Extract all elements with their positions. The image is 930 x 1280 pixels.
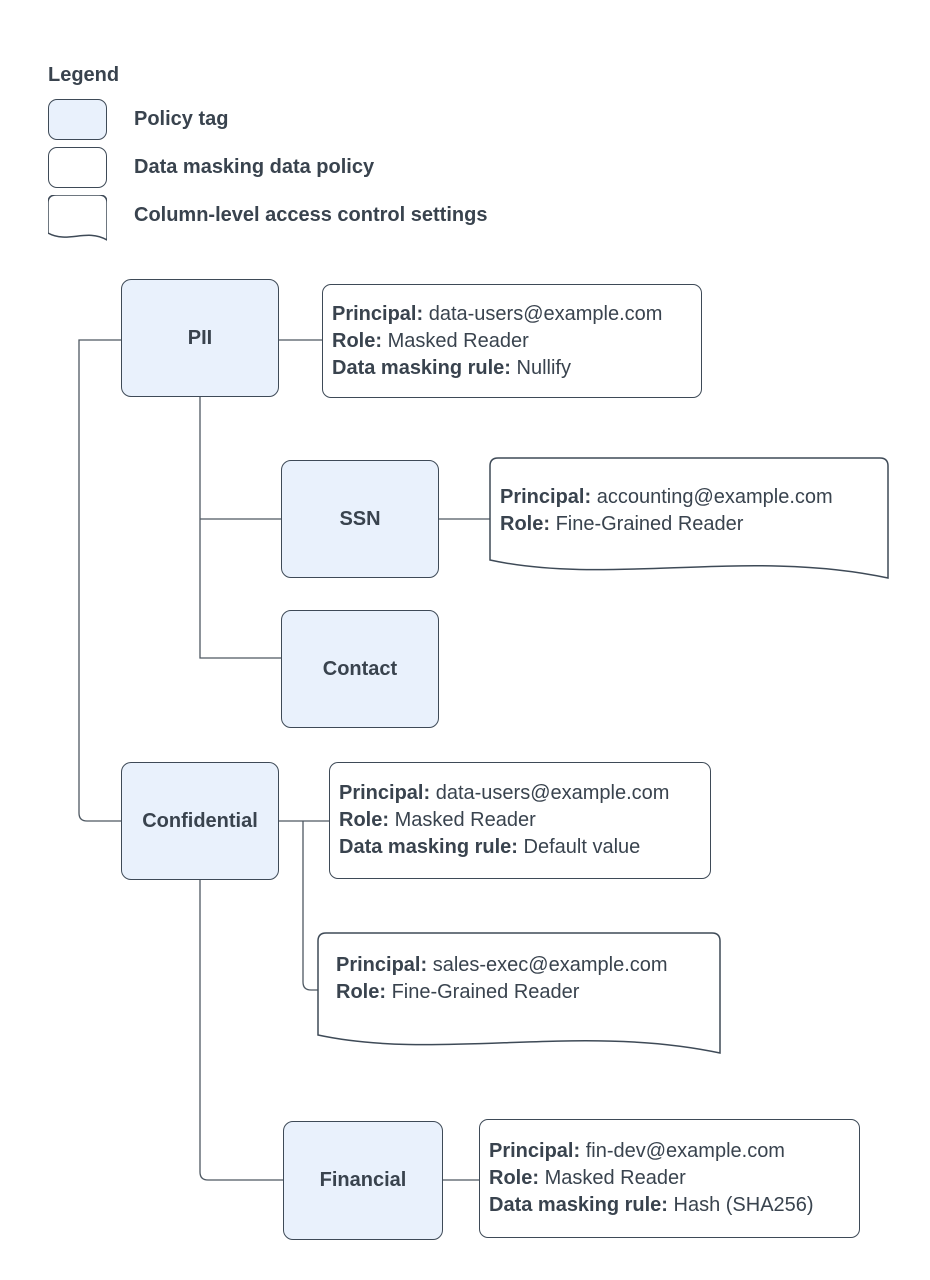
access-control-confidential-text: Principal: sales-exec@example.com Role: … [336,952,668,1006]
data-policy-pii: Principal: data-users@example.com Role: … [322,284,702,398]
policy-line-role: Role: Masked Reader [489,1165,849,1192]
policy-line-principal: Principal: data-users@example.com [332,301,691,328]
policy-line-role: Role: Masked Reader [332,328,691,355]
policy-tag-contact: Contact [281,610,439,728]
policy-line-masking-rule: Data masking rule: Hash (SHA256) [489,1192,849,1219]
field-label: Principal: [336,954,428,976]
policy-line-role: Role: Masked Reader [339,807,700,834]
field-value: Masked Reader [394,809,536,831]
policy-line-principal: Principal: fin-dev@example.com [489,1138,849,1165]
legend-label: Policy tag [134,108,229,130]
policy-line-role: Role: Fine-Grained Reader [336,979,668,1006]
field-label: Principal: [332,302,424,325]
policy-line-masking-rule: Data masking rule: Default value [339,834,700,861]
field-label: Principal: [500,486,592,508]
field-label: Data masking rule: [489,1194,668,1216]
policy-tag-label: Confidential [142,809,258,832]
policy-tag-label: Contact [322,657,398,680]
connector-confidential-financial [199,880,283,1181]
field-label: Data masking rule: [339,836,518,858]
policy-line-principal: Principal: sales-exec@example.com [336,952,668,979]
data-policy-confidential: Principal: data-users@example.com Role: … [329,762,711,879]
policy-tag-swatch [48,99,107,140]
field-label: Data masking rule: [332,356,511,379]
policy-tag-label: Financial [319,1169,407,1191]
field-value: Nullify [516,356,571,379]
connector-confidential-access-control [302,821,318,991]
legend-label: Column-level access control settings [134,204,488,226]
policy-line-role: Role: Fine-Grained Reader [500,511,833,538]
field-label: Role: [500,513,550,535]
field-value: fin-dev@example.com [585,1140,785,1162]
access-control-ssn-text: Principal: accounting@example.com Role: … [500,484,833,538]
field-label: Principal: [339,782,431,804]
field-value: accounting@example.com [596,486,833,508]
field-value: Default value [523,836,641,858]
policy-line-principal: Principal: accounting@example.com [500,484,833,511]
connector-pii-contact [199,397,281,659]
policy-line-principal: Principal: data-users@example.com [339,780,700,807]
field-value: Hash (SHA256) [673,1194,814,1216]
policy-tag-pii: PII [121,279,279,397]
access-control-shape-confidential [317,932,721,1054]
policy-line-masking-rule: Data masking rule: Nullify [332,355,691,382]
data-policy-swatch [48,147,107,188]
field-value: sales-exec@example.com [432,954,668,976]
field-label: Role: [339,809,389,831]
policy-tag-financial: Financial [283,1121,443,1240]
field-value: Masked Reader [387,329,529,352]
field-label: Role: [336,981,386,1003]
field-value: data-users@example.com [435,782,670,804]
field-value: data-users@example.com [428,302,663,325]
policy-tag-ssn: SSN [281,460,439,578]
field-label: Role: [489,1167,539,1189]
connector-root-trunk [78,339,121,822]
policy-tag-label: PII [187,326,213,349]
field-label: Principal: [489,1140,581,1162]
legend-row-data-policy: Data masking data policy [48,147,374,188]
legend-row-access-control: Column-level access control settings [48,195,487,247]
access-control-shape-ssn [489,457,889,579]
field-label: Role: [332,329,382,352]
legend-label: Data masking data policy [134,156,375,178]
data-policy-financial: Principal: fin-dev@example.com Role: Mas… [479,1119,860,1238]
policy-tag-label: SSN [339,507,381,530]
policy-tag-confidential: Confidential [121,762,279,880]
field-value: Fine-Grained Reader [555,513,744,535]
field-value: Masked Reader [544,1167,686,1189]
legend-row-policy-tag: Policy tag [48,99,228,140]
legend-title: Legend [48,64,120,86]
field-value: Fine-Grained Reader [391,981,580,1003]
access-control-swatch [48,195,107,241]
